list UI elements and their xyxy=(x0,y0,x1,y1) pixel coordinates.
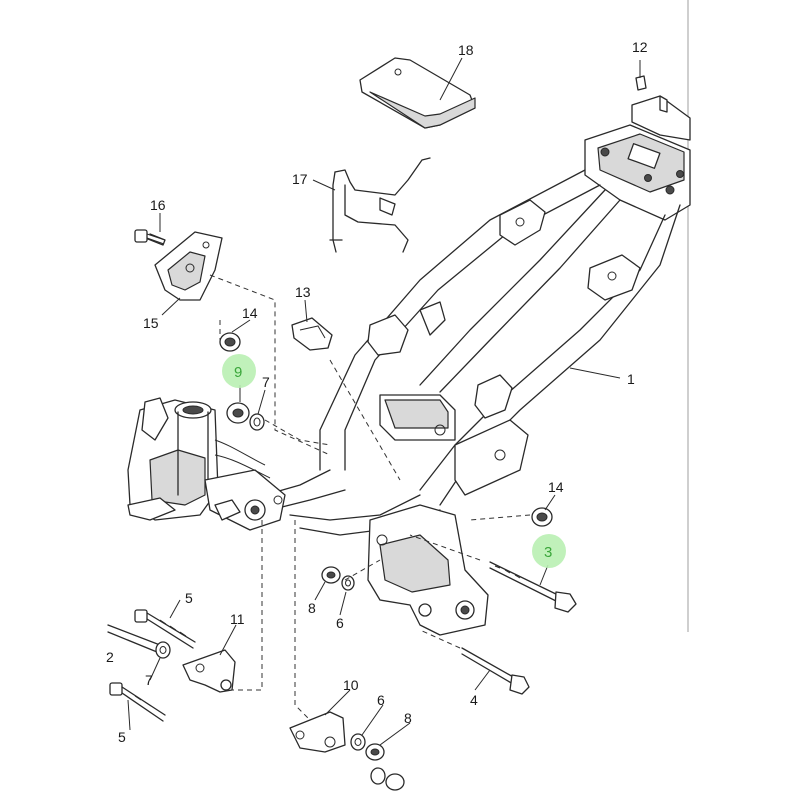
main-frame xyxy=(127,95,691,636)
part-10-bracket xyxy=(289,711,346,753)
callout-14-upper[interactable]: 14 xyxy=(242,305,258,321)
part-5-bolt-upper xyxy=(134,609,196,649)
part-16-bolt xyxy=(134,229,166,246)
callout-7-upper[interactable]: 7 xyxy=(262,374,270,390)
callout-2[interactable]: 2 xyxy=(106,649,114,665)
callout-7-lower[interactable]: 7 xyxy=(145,672,153,688)
callout-18[interactable]: 18 xyxy=(458,42,474,58)
part-14-nut-lower xyxy=(531,507,553,527)
highlight-3 xyxy=(532,534,566,568)
part-14-nut-upper xyxy=(219,332,241,352)
callout-15[interactable]: 15 xyxy=(143,315,159,331)
callout-10[interactable]: 10 xyxy=(343,677,359,693)
part-8-nut-lower xyxy=(365,743,385,761)
callout-16[interactable]: 16 xyxy=(150,197,166,213)
callout-4[interactable]: 4 xyxy=(470,692,478,708)
part-7-washer-lower xyxy=(155,641,171,659)
part-7-washer-upper xyxy=(249,413,265,431)
part-18-pad xyxy=(359,57,476,129)
alignment-lines xyxy=(209,274,531,721)
part-4-bolt xyxy=(461,647,530,695)
part-12-clip xyxy=(635,75,647,91)
callout-13[interactable]: 13 xyxy=(295,284,311,300)
callout-1[interactable]: 1 xyxy=(627,371,635,387)
callout-6-lower[interactable]: 6 xyxy=(377,692,385,708)
part-8-nut-middle xyxy=(321,566,341,584)
callout-8-lower[interactable]: 8 xyxy=(404,710,412,726)
callout-11[interactable]: 11 xyxy=(230,611,245,627)
part-13-bracket xyxy=(291,317,333,351)
callout-17[interactable]: 17 xyxy=(292,171,308,187)
leader-lines xyxy=(127,57,641,746)
part-washer-bottom xyxy=(370,767,405,791)
highlight-9 xyxy=(222,354,256,388)
part-6-washer-lower xyxy=(350,733,366,751)
callout-5-lower[interactable]: 5 xyxy=(118,729,126,745)
part-3-long-bolt xyxy=(489,561,577,613)
callout-5-upper[interactable]: 5 xyxy=(185,590,193,606)
part-15-bracket xyxy=(154,231,223,301)
part-9-collar xyxy=(226,402,250,424)
callout-6-middle[interactable]: 6 xyxy=(336,615,344,631)
callout-14-lower[interactable]: 14 xyxy=(548,479,564,495)
part-11-bracket xyxy=(182,649,236,693)
callout-12[interactable]: 12 xyxy=(632,39,648,55)
part-5-bolt-lower xyxy=(109,682,166,722)
part-2-long-bolt xyxy=(107,624,161,653)
callout-8-middle[interactable]: 8 xyxy=(308,600,316,616)
part-17-bracket xyxy=(329,157,431,253)
callout-3[interactable]: 3 xyxy=(544,544,552,561)
callout-9[interactable]: 9 xyxy=(234,364,242,381)
